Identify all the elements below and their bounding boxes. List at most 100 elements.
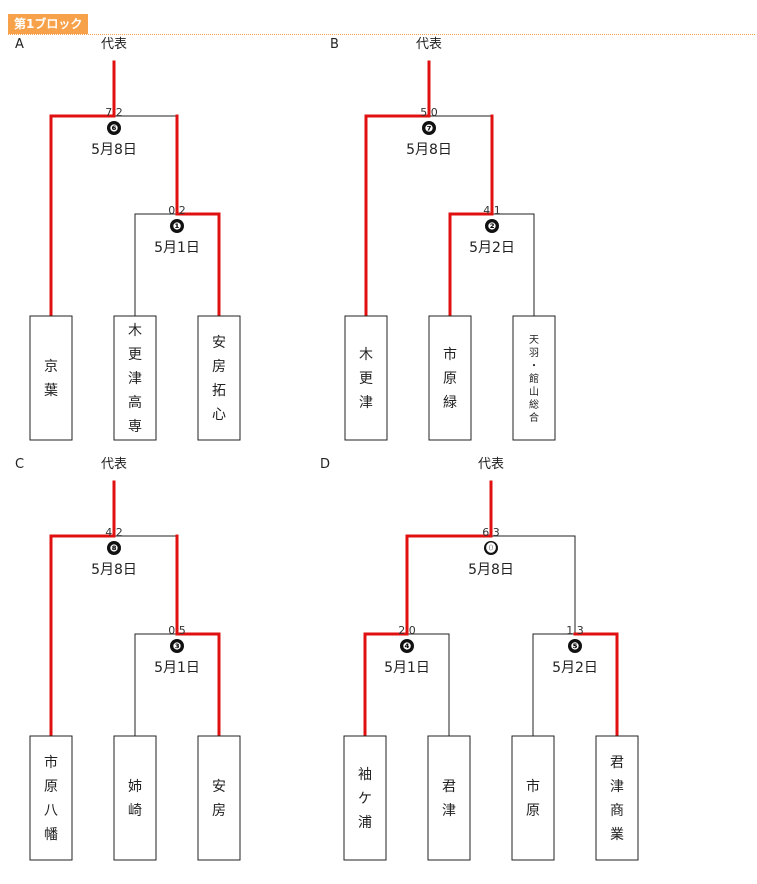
semi-match-score: 4 1: [483, 204, 501, 217]
block-label: A: [15, 37, 24, 52]
final-match-score: 5 0: [420, 106, 438, 119]
final-match-score: 6 3: [482, 526, 500, 539]
team-name-char: 市: [526, 778, 540, 795]
team-name-char: 津: [128, 371, 142, 387]
semi-right-match-date: 5月2日: [552, 660, 598, 676]
team-name-char: 葉: [44, 383, 58, 399]
semi-match-marker: [170, 219, 184, 233]
team-name-char: 君: [610, 755, 624, 771]
semi-left-match-date: 5月1日: [384, 660, 430, 676]
team-name-char: 拓: [212, 383, 226, 399]
team-box: [29, 735, 73, 861]
team-name-char: 木: [359, 347, 373, 363]
team-name-char: 緑: [443, 395, 457, 411]
team-name-char: 浦: [358, 815, 372, 831]
block-label: C: [15, 457, 24, 472]
representative-label: 代表: [101, 457, 127, 472]
semi-match-marker: [485, 219, 499, 233]
team-name-char: 幡: [44, 827, 58, 843]
team-name-char: 高: [128, 394, 142, 411]
team-name-char: 房: [212, 803, 226, 819]
team-name-char: 館: [529, 372, 539, 385]
header-divider: [8, 34, 755, 35]
semi-right-match-marker: [568, 639, 582, 653]
team-box: [595, 735, 639, 861]
semi-match-score: 0 2: [168, 204, 186, 217]
team-name-char: 津: [610, 779, 624, 795]
final-match-marker: [107, 541, 121, 555]
final-match-date: 5月8日: [91, 562, 137, 578]
semi-match-marker: [170, 639, 184, 653]
team-name-char: 原: [44, 779, 58, 795]
semi-match-number: ❸: [173, 642, 182, 653]
semi-match-number: ❶: [173, 222, 182, 233]
semi-match-score: 0 5: [168, 624, 186, 637]
semi-match-date: 5月2日: [469, 240, 515, 256]
team-name-char: 姉: [128, 779, 142, 795]
team-name-char: 崎: [128, 803, 142, 819]
final-match-number: ⓿: [486, 542, 496, 555]
representative-label: 代表: [101, 37, 127, 52]
semi-right-match-score: 1 3: [566, 624, 584, 637]
team-name-char: 君: [442, 779, 456, 795]
team-name-char: 安: [212, 335, 226, 351]
team-box: [427, 735, 471, 861]
final-match-date: 5月8日: [406, 142, 452, 158]
team-name-char: 市: [443, 346, 457, 363]
final-match-date: 5月8日: [468, 562, 514, 578]
final-match-score: 7 2: [105, 106, 123, 119]
team-name-char: 業: [610, 827, 624, 843]
final-match-marker: [484, 541, 498, 555]
team-name-char: 総: [529, 398, 539, 411]
semi-left-match-marker: [400, 639, 414, 653]
team-name-char: 心: [212, 407, 226, 423]
block-label: D: [320, 457, 330, 472]
team-name-char: 八: [44, 803, 58, 819]
final-match-number: ❻: [110, 124, 118, 135]
semi-left-match-score: 2 0: [398, 624, 416, 637]
team-name-char: 津: [359, 395, 373, 411]
team-name-char: 羽: [529, 347, 539, 359]
semi-match-date: 5月1日: [154, 660, 200, 676]
team-name-char: 商: [610, 803, 624, 819]
team-name-char: 房: [212, 359, 226, 375]
team-box: [428, 315, 472, 441]
team-box: [113, 315, 157, 441]
team-box: [197, 735, 241, 861]
team-name-char: 天: [529, 335, 539, 346]
final-match-marker: [107, 121, 121, 135]
team-name-char: 更: [128, 347, 142, 363]
block-label: B: [330, 37, 339, 52]
team-name-char: 専: [128, 419, 142, 435]
team-box: [511, 735, 555, 861]
team-name-char: 原: [443, 371, 457, 387]
representative-label: 代表: [416, 37, 442, 52]
team-name-char: 原: [526, 803, 540, 819]
team-name-char: 木: [128, 323, 142, 339]
team-name-char: 京: [44, 359, 58, 375]
team-name-char: 安: [212, 779, 226, 795]
final-match-date: 5月8日: [91, 142, 137, 158]
semi-match-number: ❷: [488, 222, 497, 233]
team-name-char: ケ: [358, 791, 372, 807]
final-match-number: ❼: [425, 124, 433, 135]
semi-match-date: 5月1日: [154, 240, 200, 256]
final-match-score: 4 2: [105, 526, 123, 539]
team-name-char: 合: [529, 411, 539, 424]
semi-right-match-number: ❺: [571, 642, 580, 653]
team-box: [29, 315, 73, 441]
team-name-char: 津: [442, 803, 456, 819]
team-box: [512, 315, 556, 441]
team-box: [113, 735, 157, 861]
team-name-char: 袖: [358, 767, 372, 783]
semi-left-match-number: ❹: [403, 642, 411, 653]
team-box: [344, 315, 388, 441]
final-match-number: ❽: [110, 544, 118, 555]
team-name-char: 山: [529, 386, 539, 398]
final-match-marker: [422, 121, 436, 135]
team-name-char: ・: [529, 361, 539, 372]
team-name-char: 更: [359, 371, 373, 387]
representative-label: 代表: [478, 457, 504, 472]
team-box: [197, 315, 241, 441]
